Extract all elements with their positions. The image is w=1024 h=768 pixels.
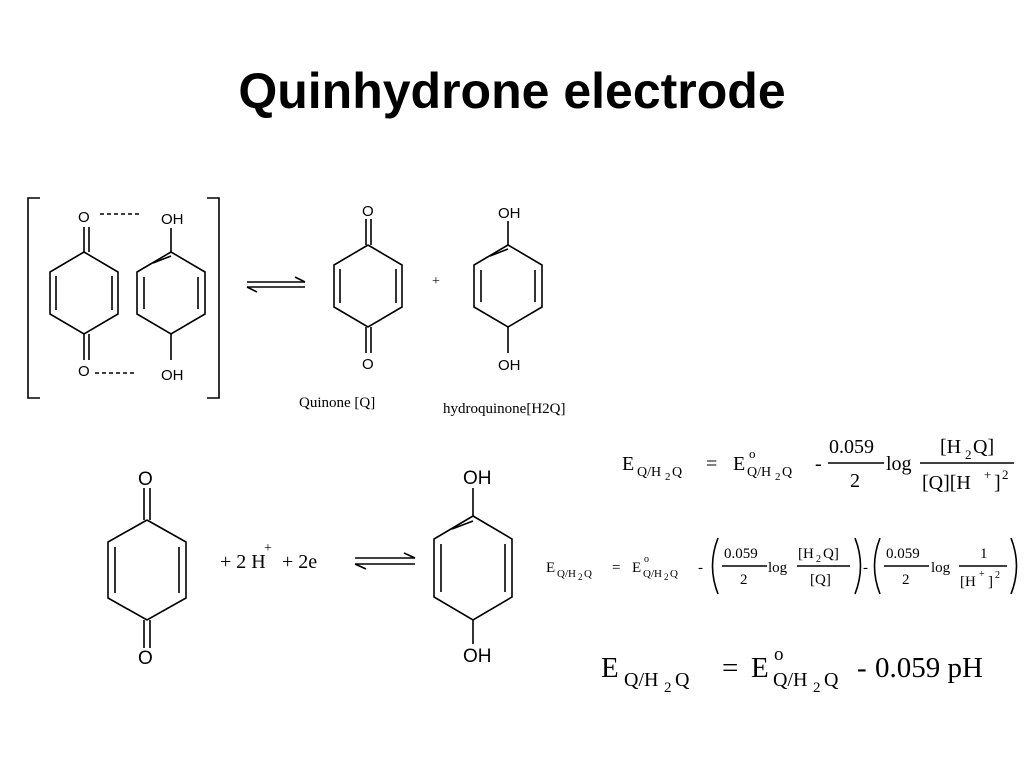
svg-text:log: log: [886, 453, 912, 475]
svg-text:E: E: [601, 652, 619, 684]
quinone-ring-top: [333, 219, 403, 353]
svg-text:Q/H: Q/H: [557, 568, 576, 580]
hydroquinone-oh-top: OH: [498, 205, 521, 222]
complex-quinone-ring: [49, 227, 119, 360]
right-bracket: [207, 197, 220, 399]
svg-text:0.059: 0.059: [829, 436, 874, 458]
svg-text:[H: [H: [798, 546, 814, 562]
complex-hydroquinone-oh-bottom: OH: [161, 367, 184, 384]
nernst-equation-1: E Q/H 2 Q = E o Q/H 2 Q - 0.059 2 log [H…: [622, 436, 1009, 494]
svg-text:Q]: Q]: [823, 546, 839, 562]
svg-text:0.059 pH: 0.059 pH: [875, 652, 983, 684]
svg-text:2: 2: [775, 471, 781, 483]
complex-hydroquinone-ring: [136, 228, 206, 360]
svg-text:-: -: [863, 560, 868, 576]
svg-text:Q/H: Q/H: [637, 465, 661, 480]
svg-text:log: log: [768, 560, 788, 576]
proton-charge: +: [264, 541, 272, 556]
svg-text:2: 2: [578, 572, 583, 582]
svg-text:2: 2: [665, 471, 671, 483]
quinone-bottom-o-bottom: O: [138, 648, 153, 669]
svg-text:]: ]: [994, 472, 1001, 494]
quinone-ring-bottom: [107, 488, 187, 648]
equilibrium-arrow-2: [354, 552, 416, 570]
hydroquinone-oh-bottom: OH: [498, 357, 521, 374]
svg-text:2: 2: [965, 447, 972, 462]
svg-text:Q/H: Q/H: [747, 465, 771, 480]
svg-text:Q]: Q]: [973, 436, 994, 458]
svg-text:Q: Q: [675, 669, 690, 691]
svg-text:Q/H: Q/H: [773, 669, 807, 691]
page-title: Quinhydrone electrode: [238, 63, 786, 119]
hydroquinone-bottom-oh-top: OH: [463, 468, 492, 489]
reaction-electrons: + 2e: [282, 551, 317, 573]
nernst-equation-final: E Q/H 2 Q = E o Q/H 2 Q - 0.059 pH: [601, 644, 983, 696]
svg-text:o: o: [774, 644, 784, 665]
eq2-paren-open-1: [711, 537, 719, 595]
svg-text:E: E: [622, 453, 634, 475]
svg-text:o: o: [644, 554, 649, 565]
quinone-label: Quinone [Q]: [299, 395, 375, 411]
svg-text:Q: Q: [584, 568, 592, 580]
svg-text:[Q]: [Q]: [810, 572, 831, 588]
svg-text:[H: [H: [940, 436, 961, 458]
svg-text:E: E: [733, 453, 745, 475]
svg-text:2: 2: [995, 570, 1000, 581]
svg-text:-: -: [857, 652, 867, 684]
equilibrium-arrow-1: [246, 276, 306, 293]
svg-text:E: E: [751, 652, 769, 684]
svg-text:[Q][H: [Q][H: [922, 472, 971, 494]
svg-text:o: o: [749, 446, 756, 461]
hydroquinone-label: hydroquinone[H2Q]: [443, 401, 565, 417]
svg-text:=: =: [722, 652, 738, 684]
svg-text:0.059: 0.059: [886, 546, 920, 562]
svg-text:]: ]: [988, 574, 993, 590]
svg-text:Q: Q: [824, 669, 839, 691]
svg-text:Q/H: Q/H: [643, 568, 662, 580]
svg-text:E: E: [546, 560, 555, 576]
eq2-paren-close-2: [1010, 537, 1018, 595]
reaction-protons: + 2 H: [220, 551, 266, 573]
svg-text:2: 2: [850, 470, 860, 492]
complex-quinone-o-top: O: [78, 209, 90, 226]
svg-text:E: E: [632, 560, 641, 576]
quinone-o-top: O: [362, 203, 374, 220]
hydroquinone-ring-bottom: [433, 488, 513, 644]
quinone-o-bottom: O: [362, 356, 374, 373]
svg-text:log: log: [931, 560, 951, 576]
complex-hydroquinone-oh-top: OH: [161, 211, 184, 228]
svg-text:[H: [H: [960, 574, 976, 590]
svg-text:Q: Q: [672, 465, 682, 480]
svg-text:2: 2: [816, 554, 821, 565]
svg-text:2: 2: [664, 680, 672, 696]
svg-text:2: 2: [740, 572, 748, 588]
svg-text:=: =: [612, 560, 620, 576]
svg-text:2: 2: [1002, 467, 1009, 482]
svg-text:1: 1: [980, 546, 988, 562]
svg-text:+: +: [984, 467, 991, 482]
quinone-bottom-o-top: O: [138, 469, 153, 490]
eq2-paren-open-2: [873, 537, 881, 595]
complex-quinone-o-bottom: O: [78, 363, 90, 380]
nernst-equation-2: E Q/H 2 Q = E o Q/H 2 Q - 0.059 2 log [H…: [546, 546, 1000, 590]
svg-text:2: 2: [813, 680, 821, 696]
eq2-paren-close-1: [854, 537, 862, 595]
svg-text:Q: Q: [670, 568, 678, 580]
svg-text:-: -: [698, 560, 703, 576]
plus-sign: +: [432, 274, 440, 289]
svg-text:Q: Q: [782, 465, 792, 480]
hydroquinone-ring-top: [473, 221, 543, 353]
left-bracket: [27, 197, 40, 399]
svg-text:Q/H: Q/H: [624, 669, 658, 691]
svg-text:2: 2: [902, 572, 910, 588]
svg-text:0.059: 0.059: [724, 546, 758, 562]
svg-text:+: +: [979, 569, 985, 580]
hydroquinone-bottom-oh-bottom: OH: [463, 646, 492, 667]
svg-text:-: -: [815, 453, 822, 475]
svg-text:=: =: [706, 453, 717, 475]
svg-text:2: 2: [664, 572, 669, 582]
